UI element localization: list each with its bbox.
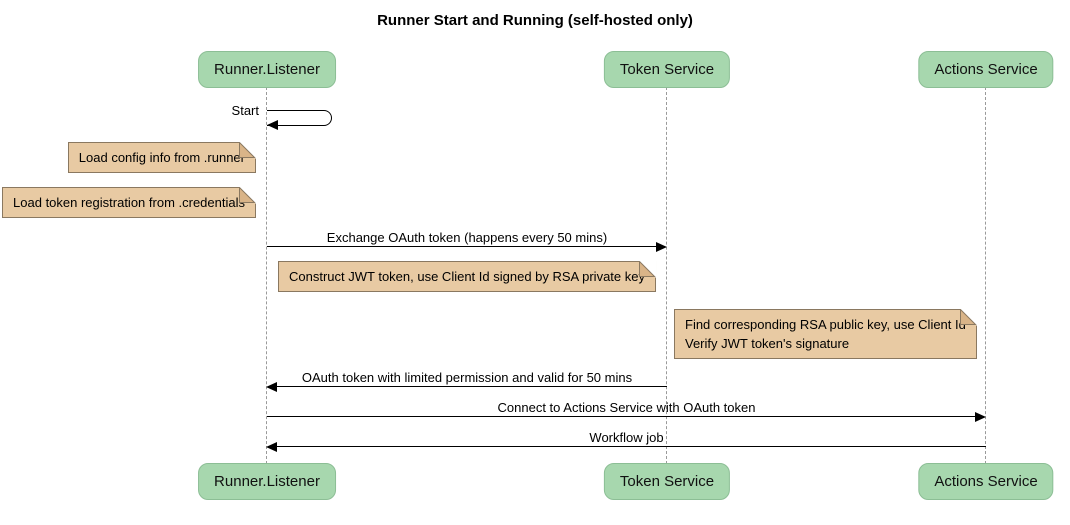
note-fold-icon <box>239 187 256 204</box>
message-line <box>276 446 986 447</box>
message-line <box>276 386 667 387</box>
note-load-credentials: Load token registration from .credential… <box>2 187 256 218</box>
participant-label: Token Service <box>619 61 715 78</box>
arrowhead-icon <box>656 242 667 252</box>
note-load-config: Load config info from .runner <box>67 142 256 173</box>
self-message-loop <box>267 110 332 126</box>
participant-actions-service-bottom: Actions Service <box>918 463 1054 500</box>
note-verify-jwt: Find corresponding RSA public key, use C… <box>674 309 977 359</box>
arrowhead-icon <box>266 442 277 452</box>
message-label-start: Start <box>231 103 259 118</box>
message-label-workflow-job: Workflow job <box>589 430 664 445</box>
note-text: Load token registration from .credential… <box>13 195 245 210</box>
message-label-connect: Connect to Actions Service with OAuth to… <box>497 400 756 415</box>
participant-label: Runner.Listener <box>214 61 320 78</box>
participant-label: Runner.Listener <box>214 473 320 490</box>
message-line <box>267 416 977 417</box>
note-fold-icon <box>959 309 977 326</box>
lifeline-actions-service <box>985 87 986 464</box>
participant-runner-listener-top: Runner.Listener <box>198 51 336 88</box>
participant-actions-service-top: Actions Service <box>918 51 1054 88</box>
message-label-oauth-token: OAuth token with limited permission and … <box>301 370 633 385</box>
note-fold-icon <box>239 142 256 159</box>
arrowhead-icon <box>267 120 278 130</box>
participant-token-service-bottom: Token Service <box>603 463 731 500</box>
message-label-exchange-oauth: Exchange OAuth token (happens every 50 m… <box>326 230 608 245</box>
participant-label: Token Service <box>619 473 715 490</box>
note-construct-jwt: Construct JWT token, use Client Id signe… <box>278 261 656 292</box>
diagram-title: Runner Start and Running (self-hosted on… <box>377 12 693 29</box>
participant-label: Actions Service <box>934 473 1038 490</box>
message-line <box>267 246 658 247</box>
note-text: Construct JWT token, use Client Id signe… <box>289 269 645 284</box>
note-text-line2: Verify JWT token's signature <box>685 336 850 351</box>
lifeline-runner-listener <box>266 87 267 464</box>
participant-token-service-top: Token Service <box>603 51 731 88</box>
lifeline-token-service <box>666 87 667 464</box>
arrowhead-icon <box>266 382 277 392</box>
note-fold-icon <box>638 261 656 278</box>
participant-runner-listener-bottom: Runner.Listener <box>198 463 336 500</box>
participant-label: Actions Service <box>934 61 1038 78</box>
note-text-line1: Find corresponding RSA public key, use C… <box>685 317 966 332</box>
note-text: Load config info from .runner <box>78 150 245 165</box>
arrowhead-icon <box>975 412 986 422</box>
